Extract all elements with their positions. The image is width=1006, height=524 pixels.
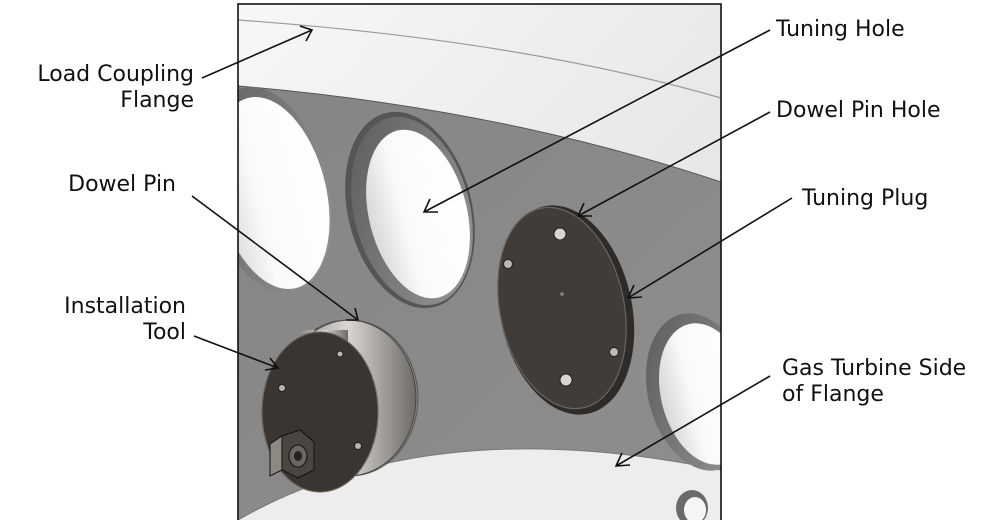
plug-screw	[553, 227, 567, 241]
label-gas-turbine-side: Gas Turbine Side of Flange	[782, 356, 966, 408]
plug-center	[560, 292, 564, 296]
tuning-hole	[345, 111, 475, 309]
leader-load-coupling	[201, 29, 313, 79]
label-dowel-pin-hole: Dowel Pin Hole	[776, 98, 941, 123]
leader-tuning-plug	[627, 197, 793, 299]
label-dowel-pin: Dowel Pin	[68, 172, 176, 197]
leader-tuning-hole	[423, 29, 771, 213]
label-tuning-plug: Tuning Plug	[802, 186, 929, 211]
leader-installation-tool	[193, 335, 279, 369]
label-line: Flange	[120, 88, 194, 113]
label-line: Load Coupling	[37, 62, 194, 87]
label-line: of Flange	[782, 382, 884, 407]
installation-tool	[261, 319, 419, 493]
plug-screw	[609, 347, 619, 357]
leader-dowel-pin-hole	[577, 111, 771, 217]
plug-screw	[559, 373, 573, 387]
flange-edge-line	[238, 19, 721, 99]
label-load-coupling-flange: Load Coupling Flange	[0, 62, 194, 114]
label-line: Gas Turbine Side	[782, 356, 967, 381]
label-installation-tool: Installation Tool	[30, 294, 186, 346]
label-tuning-hole: Tuning Hole	[776, 17, 905, 42]
leader-dowel-pin	[191, 195, 359, 321]
bolt-hole-left	[238, 87, 332, 293]
plug-screw	[503, 259, 513, 269]
bolt-hole-right	[645, 313, 721, 471]
leader-gas-turbine	[615, 375, 771, 467]
label-line: Installation	[64, 294, 186, 319]
tuning-plug	[497, 205, 635, 415]
label-line: Tool	[143, 320, 186, 345]
